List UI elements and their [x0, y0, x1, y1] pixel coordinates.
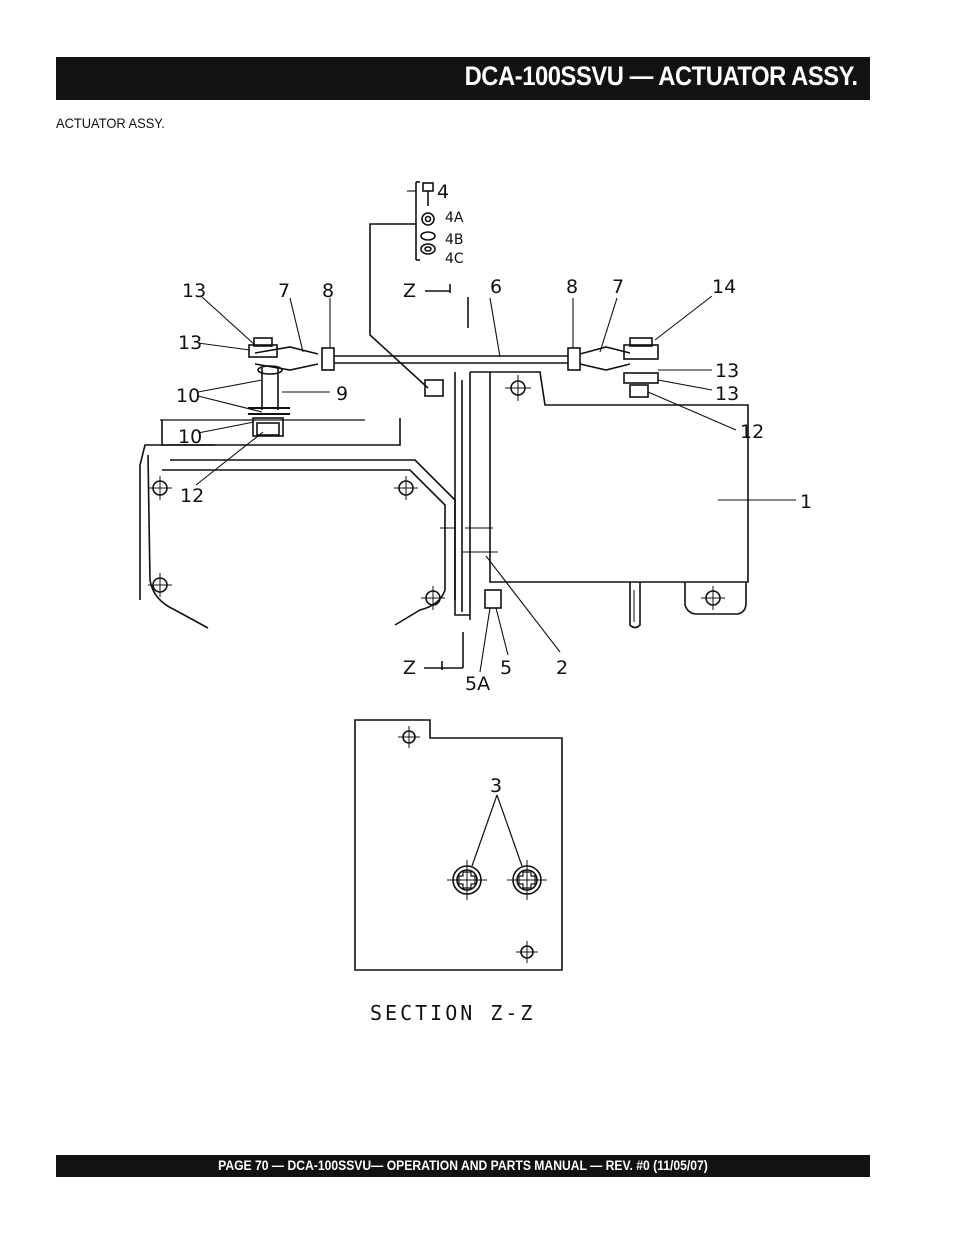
mounting-bracket — [139, 418, 456, 629]
callout-4a: 4A — [445, 210, 464, 226]
section-heading: ACTUATOR ASSY. — [56, 115, 165, 131]
callout-6: 6 — [490, 276, 502, 298]
callout-3: 3 — [490, 775, 502, 797]
screw-right — [507, 860, 547, 900]
section-markers — [424, 284, 469, 670]
actuator-body — [440, 371, 749, 629]
pivot-stack — [248, 365, 290, 437]
z-marker-top: Z — [403, 280, 416, 302]
callout-4b: 4B — [445, 232, 464, 248]
callout-14: 14 — [712, 276, 736, 298]
callout-4: 4 — [437, 181, 449, 203]
callout-7-right: 7 — [612, 276, 624, 298]
callout-12-left: 12 — [180, 485, 204, 507]
section-z-z-view: 3 SECTION Z-Z — [354, 719, 563, 1025]
callout-13-right-a: 13 — [715, 360, 739, 382]
callout-4c: 4C — [445, 251, 464, 267]
callout-8-left: 8 — [322, 280, 334, 302]
callout-1: 1 — [800, 491, 812, 513]
page-title-bar: DCA-100SSVU — ACTUATOR ASSY. — [56, 57, 870, 100]
callout-7-left: 7 — [278, 280, 290, 302]
nut-5 — [484, 589, 502, 609]
callout-9: 9 — [336, 383, 348, 405]
callout-11: 13 — [182, 280, 206, 302]
hardware-stack — [369, 181, 436, 389]
z-marker-bottom: Z — [403, 657, 416, 679]
callout-5: 5 — [500, 657, 512, 679]
linkage-rod — [248, 337, 659, 398]
callout-8-right: 8 — [566, 276, 578, 298]
footer-text: PAGE 70 — DCA-100SSVU— OPERATION AND PAR… — [218, 1158, 708, 1173]
callout-10-upper: 10 — [176, 385, 200, 407]
callout-13-left: 13 — [178, 332, 202, 354]
section-caption: SECTION Z-Z — [370, 1001, 535, 1025]
callout-2: 2 — [556, 657, 568, 679]
leader-lines — [195, 190, 796, 673]
page-title: DCA-100SSVU — ACTUATOR ASSY. — [464, 61, 858, 91]
callout-13-right-b: 13 — [715, 383, 739, 405]
clamp-nut — [424, 379, 444, 397]
callout-labels: 13 7 8 13 10 9 10 12 Z 6 8 7 14 13 13 12… — [176, 181, 812, 695]
footer-bar: PAGE 70 — DCA-100SSVU— OPERATION AND PAR… — [56, 1155, 870, 1177]
callout-5a: 5A — [465, 673, 490, 695]
callout-12-right: 12 — [740, 421, 764, 443]
screw-left — [447, 860, 487, 900]
callout-10-lower: 10 — [178, 426, 202, 448]
